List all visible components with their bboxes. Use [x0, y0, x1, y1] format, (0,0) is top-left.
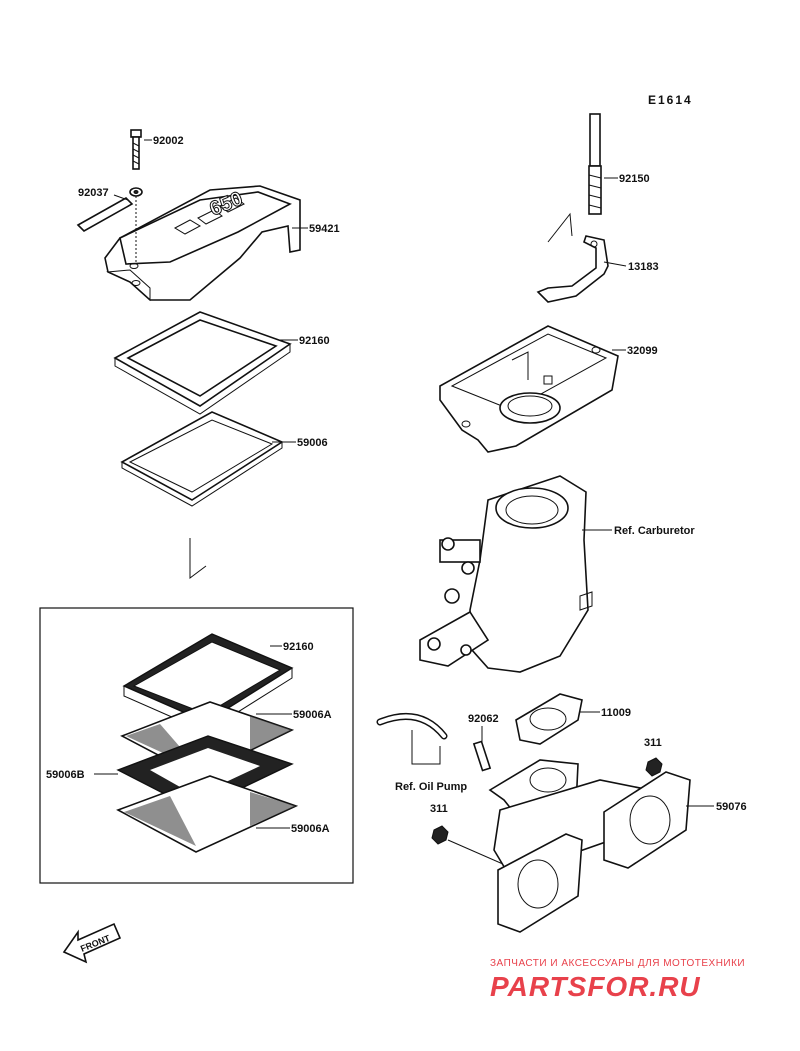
- label-92150: 92150: [619, 173, 650, 185]
- bracket-13183: [536, 235, 609, 303]
- manifold-59076: [488, 759, 691, 933]
- bolt-92002: [130, 129, 142, 170]
- gasket-92160-top: [113, 311, 292, 415]
- pipe-92062: [472, 740, 492, 772]
- label-311-right: 311: [644, 737, 662, 749]
- filter-59006b: [116, 735, 294, 811]
- cover-59421: [104, 185, 301, 302]
- label-92062: 92062: [468, 713, 499, 725]
- nut-311-left: [431, 825, 449, 845]
- nut-311-right: [645, 757, 663, 777]
- base-32099: [439, 325, 619, 453]
- label-11009: 11009: [601, 707, 631, 719]
- strip-92037: [76, 197, 134, 232]
- label-32099: 32099: [627, 345, 658, 357]
- gasket-11009: [515, 693, 583, 745]
- label-92037: 92037: [78, 187, 109, 199]
- label-59006a-top: 59006A: [293, 709, 332, 721]
- carburetor-ref: [419, 475, 593, 673]
- label-59006a-bottom: 59006A: [291, 823, 330, 835]
- direction-arrow-right: [547, 212, 573, 243]
- label-92160-kit: 92160: [283, 641, 314, 653]
- label-92002: 92002: [153, 135, 184, 147]
- diagram-code: E1614: [648, 93, 693, 107]
- label-ref-carburetor: Ref. Carburetor: [614, 525, 695, 537]
- label-59006b: 59006B: [46, 769, 85, 781]
- label-59421: 59421: [309, 223, 340, 235]
- watermark-brand: PARTSFOR.RU: [490, 971, 701, 1002]
- label-59006: 59006: [297, 437, 328, 449]
- watermark-tagline: ЗАПЧАСТИ И АКСЕССУАРЫ ДЛЯ МОТОТЕХНИКИ: [490, 958, 745, 969]
- front-arrow: [62, 922, 122, 964]
- label-59076: 59076: [716, 801, 747, 813]
- label-13183: 13183: [628, 261, 659, 273]
- filter-59006a-bottom: [116, 775, 299, 853]
- direction-arrow-left: [189, 538, 207, 579]
- kit-box: [39, 607, 354, 884]
- gasket-92160-kit: [122, 633, 294, 733]
- stud-92150: [588, 113, 602, 215]
- label-ref-oil-pump: Ref. Oil Pump: [395, 781, 467, 793]
- filter-59006: [120, 411, 284, 507]
- label-92160-top: 92160: [299, 335, 330, 347]
- label-311-left: 311: [430, 803, 448, 815]
